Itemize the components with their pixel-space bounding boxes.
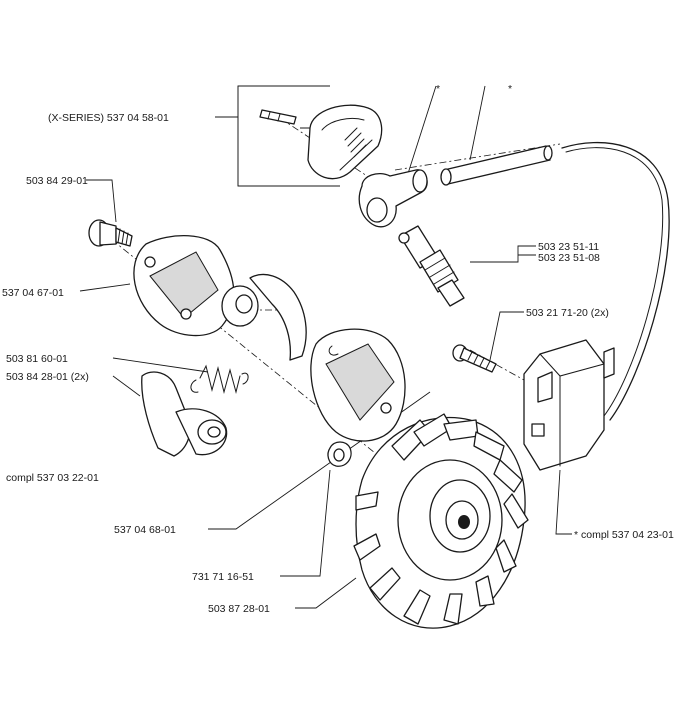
clutch-shoe-upper [221, 273, 307, 361]
ignition-module [523, 339, 615, 471]
label-washer: 503 84 28-01 (2x) [6, 371, 89, 383]
clutch-spring [190, 364, 249, 394]
label-screw: 503 21 71-20 (2x) [526, 307, 609, 319]
flywheel-fins [353, 413, 529, 625]
label-flywheel: 503 87 28-01 [208, 603, 270, 615]
label-plate-right: 537 04 68-01 [114, 524, 176, 536]
pin [259, 109, 297, 125]
label-plate-left: 537 04 67-01 [2, 287, 64, 299]
asterisk-marker-right: * [508, 83, 512, 95]
cover-grille [344, 127, 367, 158]
label-ignition-module: * compl 537 04 23-01 [574, 529, 674, 541]
label-clutch-assembly: compl 537 03 22-01 [6, 472, 99, 484]
asterisk-marker-left: * [436, 83, 440, 95]
flywheel [353, 413, 529, 629]
label-x-series-cover: (X-SERIES) 537 04 58-01 [48, 112, 169, 124]
module-screw [452, 344, 497, 373]
label-spark-plug-b: 503 23 51-08 [538, 252, 600, 264]
spark-plug-cover [307, 104, 383, 180]
spark-plug [398, 225, 465, 307]
ht-cable [561, 141, 670, 421]
ht-lead-sleeve [440, 145, 553, 186]
spark-plug-boot [358, 169, 428, 228]
callout-labels: (X-SERIES) 537 04 58-01 503 84 29-01 537… [2, 83, 674, 615]
clutch-shoe-lower [141, 371, 228, 457]
flywheel-nut [327, 441, 352, 467]
label-spark-plug-a: 503 23 51-11 [538, 241, 599, 253]
bolt [88, 219, 133, 247]
clutch-plate-left [133, 235, 235, 337]
label-spring: 503 81 60-01 [6, 353, 68, 365]
label-nut: 731 71 16-51 [192, 571, 254, 583]
clutch-plate-right [310, 328, 406, 442]
label-bolt: 503 84 29-01 [26, 175, 88, 187]
